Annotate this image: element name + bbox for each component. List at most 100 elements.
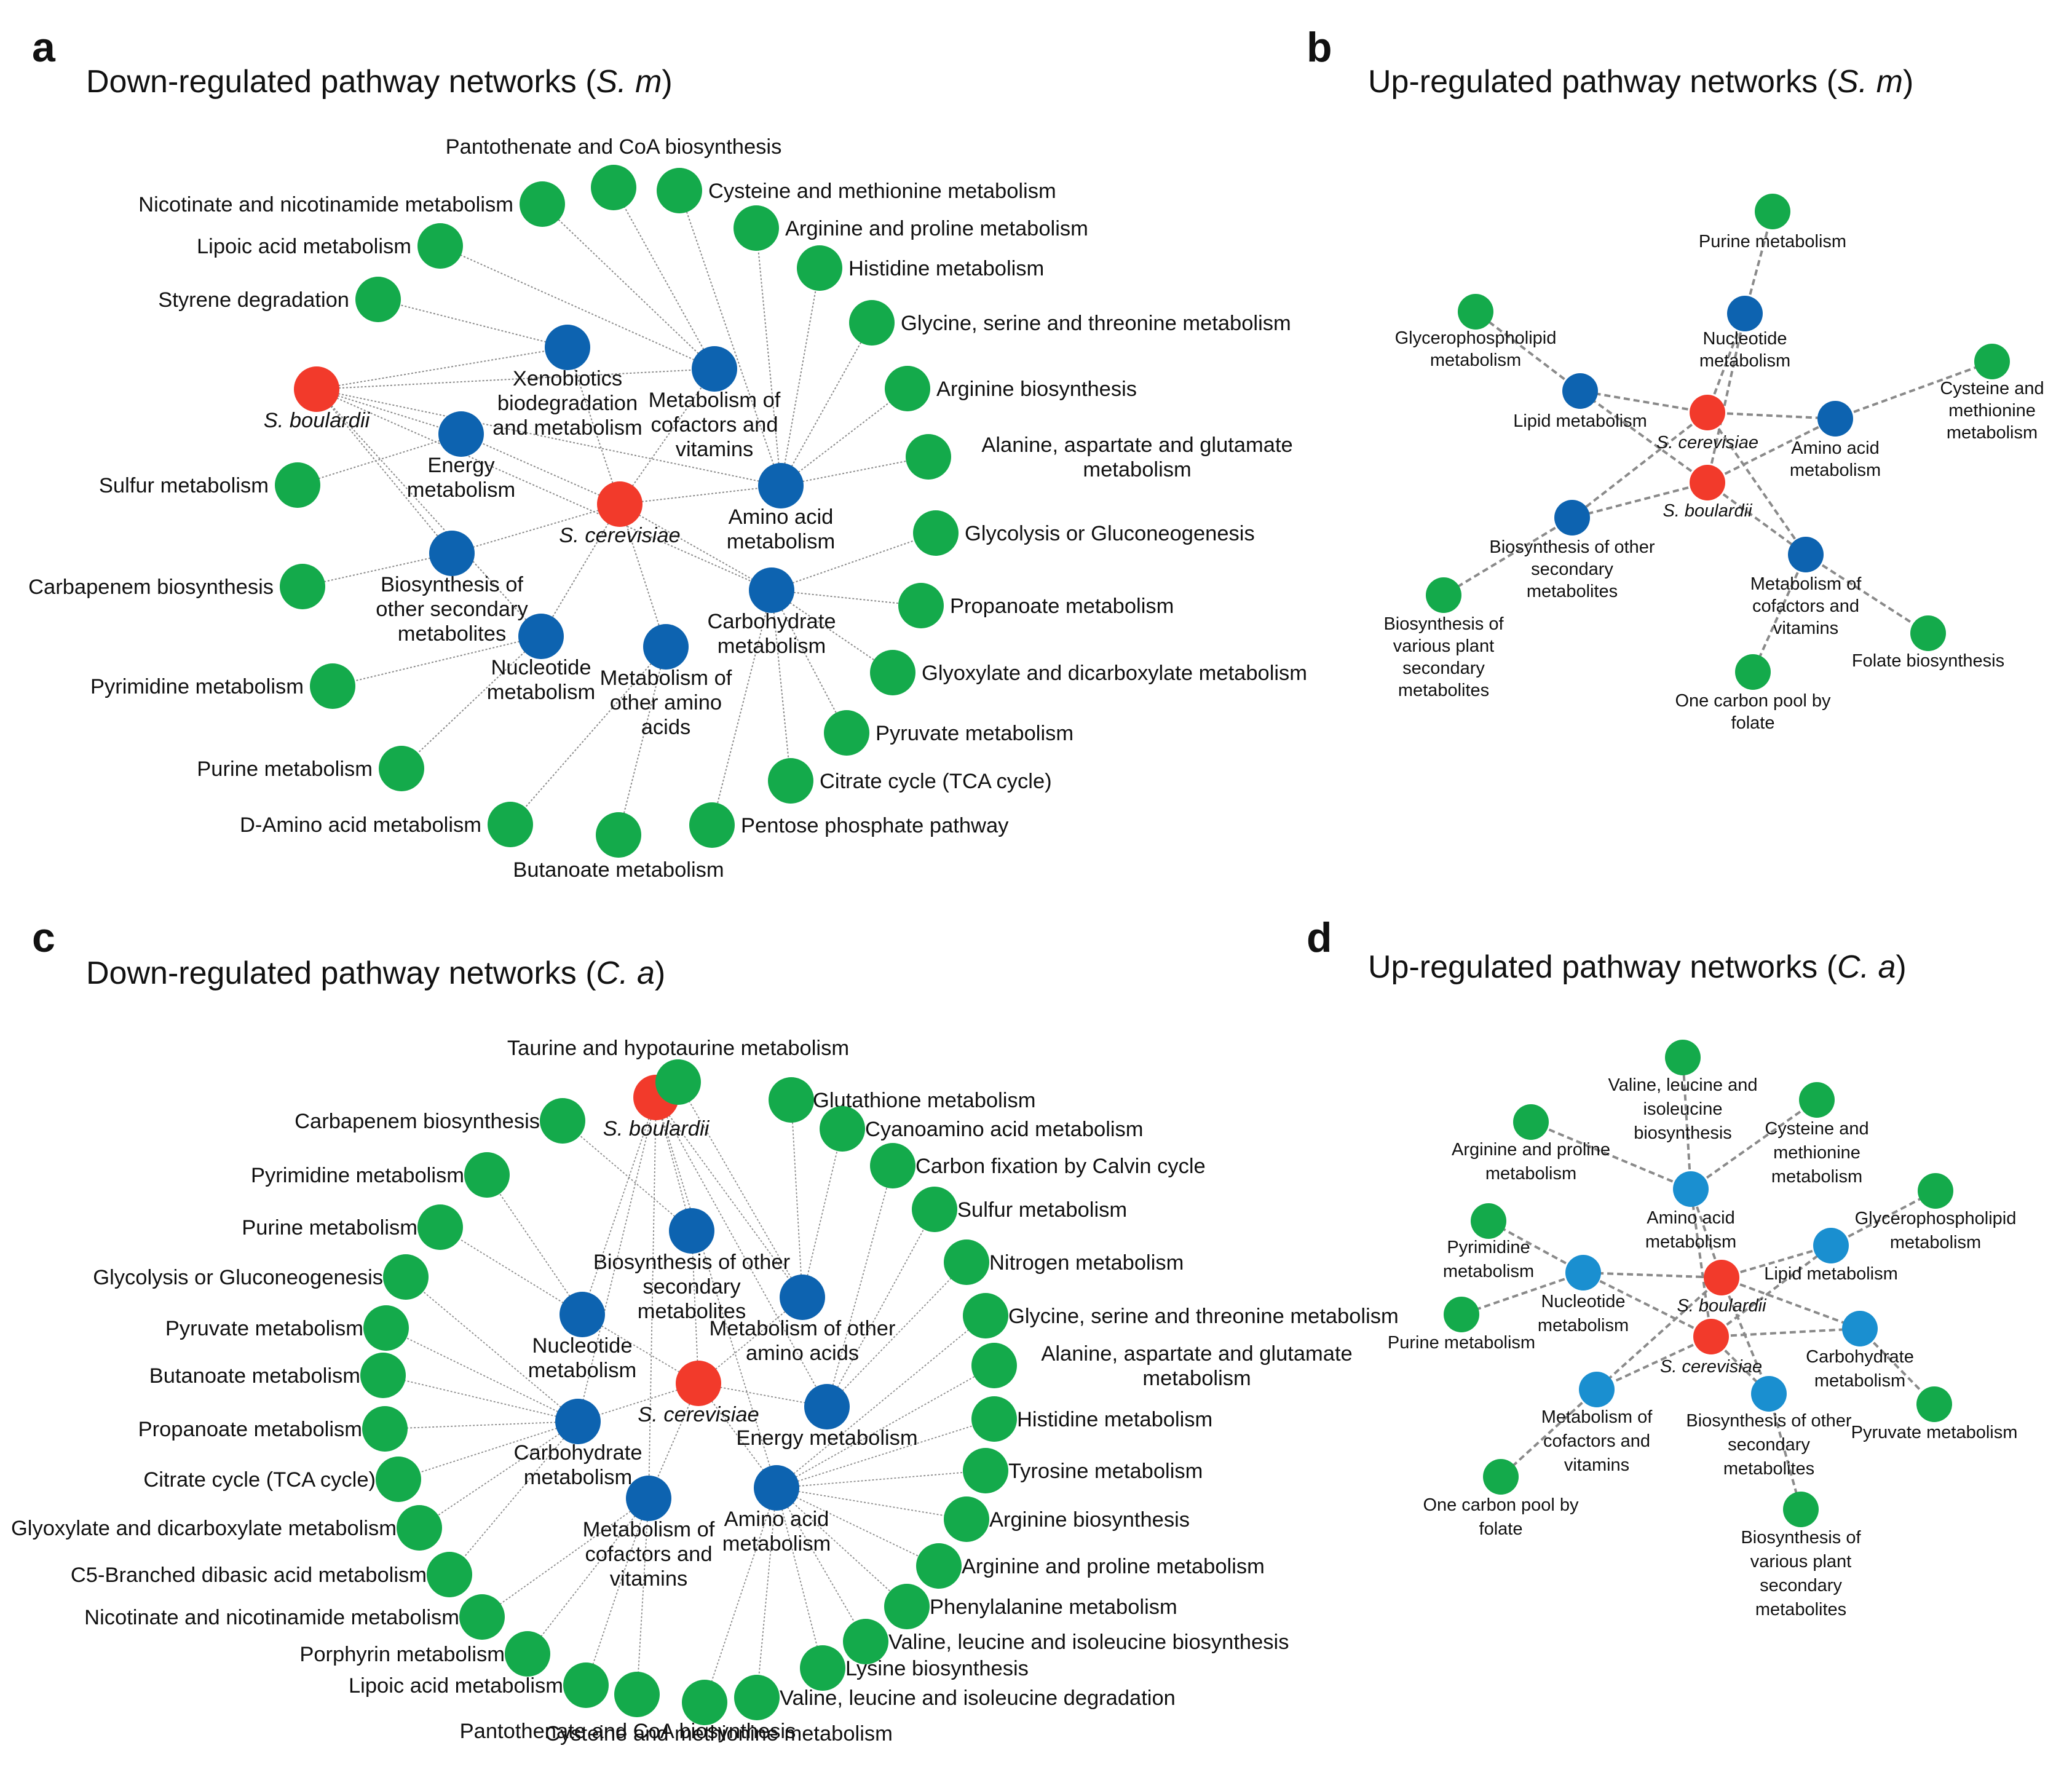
edge-sb-biosyn	[1572, 481, 1708, 519]
pathway-label-p12: Glycolysis or Gluconeogenesis	[965, 522, 1255, 545]
pathway-label-r20: Glyoxylate and dicarboxylate metabolism	[11, 1517, 397, 1540]
species-label-sb: S. boulardii	[603, 1117, 710, 1140]
pathway-node-s8	[1483, 1459, 1519, 1495]
pathway-node-r13	[971, 1343, 1017, 1388]
pathway-node-r21	[916, 1543, 962, 1589]
pathway-node-r18	[376, 1457, 421, 1502]
edge-sc-aa	[1690, 1188, 1712, 1337]
pathway-label-s7: Pyruvate metabolism	[1851, 1423, 2018, 1442]
edge-carb-p19	[771, 590, 791, 781]
category-node-xeno	[545, 325, 590, 370]
pathway-node-p9	[885, 366, 930, 411]
edge-aa-r17	[776, 1470, 986, 1488]
pathway-node-r16	[362, 1406, 408, 1452]
edge-nucl-s6	[1461, 1271, 1584, 1316]
pathway-label-p16: Pyrimidine metabolism	[90, 675, 304, 698]
pathway-node-r30	[614, 1672, 660, 1717]
pathway-label-p8: Glycine, serine and threonine metabolism	[901, 312, 1291, 335]
category-node-nucl	[1727, 296, 1763, 331]
panel-c-edges	[382, 1081, 995, 1703]
edge-cofact-q6	[1752, 554, 1807, 673]
panel-b: b Up-regulated pathway networks (S. m) S…	[1307, 24, 2044, 733]
pathway-node-r4	[820, 1106, 865, 1152]
pathway-node-r3	[540, 1098, 585, 1144]
edge-biosyn-q4	[1442, 516, 1573, 596]
species-node-sc	[1693, 1319, 1729, 1354]
pathway-label-p19: Citrate cycle (TCA cycle)	[820, 770, 1052, 793]
category-node-cofact	[626, 1476, 671, 1521]
pathway-node-p7	[355, 277, 401, 322]
edge-sb-carb	[316, 389, 772, 591]
pathway-label-s6: Purine metabolism	[1388, 1333, 1535, 1353]
category-node-energy	[804, 1384, 850, 1429]
pathway-node-p21	[689, 802, 735, 848]
edge-aa-s3	[1690, 1099, 1818, 1190]
edge-carb-r14	[382, 1375, 579, 1422]
pathway-node-r23	[884, 1584, 930, 1629]
edge-lipid-q2	[1474, 310, 1581, 392]
pathway-node-q4	[1426, 577, 1461, 613]
category-label-lipid: Lipid metabolism	[1513, 411, 1647, 431]
edge-aa-r31	[704, 1487, 777, 1703]
pathway-label-p13: Carbapenem biosynthesis	[28, 575, 274, 599]
edge-sb-nucl	[316, 389, 542, 637]
category-node-cofact	[1579, 1372, 1615, 1407]
edge-energy-r5	[826, 1165, 893, 1407]
pathway-node-r2	[769, 1077, 814, 1123]
pathway-label-p17: Pyruvate metabolism	[876, 722, 1074, 745]
species-node-sb	[294, 366, 339, 412]
category-node-otheraa	[643, 624, 689, 670]
edge-cofact-q5	[1805, 553, 1929, 634]
pathway-label-r6: Pyrimidine metabolism	[251, 1164, 464, 1187]
pathway-label-r28: Lipoic acid metabolism	[349, 1674, 563, 1698]
pathway-label-r22: C5-Branched dibasic acid metabolism	[71, 1563, 427, 1587]
category-node-energy	[438, 411, 484, 457]
panel-title-d: Up-regulated pathway networks (C. a)	[1368, 949, 1907, 985]
category-node-aa	[754, 1465, 799, 1511]
edge-xeno-p7	[378, 299, 568, 348]
pathway-node-r19	[944, 1496, 989, 1542]
species-label-sb: S. boulardii	[264, 409, 371, 432]
edge-carb-p17	[771, 590, 847, 733]
panel-a: a Down-regulated pathway networks (S. m)…	[28, 24, 1307, 882]
category-node-carb	[555, 1399, 601, 1444]
pathway-label-r4: Cyanoamino acid metabolism	[865, 1118, 1144, 1141]
edge-carb-r10	[405, 1276, 579, 1422]
pathway-label-r30: Pantothenate and CoA biosynthesis	[460, 1720, 796, 1743]
edge-energy-p11	[297, 433, 462, 486]
pathway-node-r31	[682, 1680, 727, 1725]
pathway-label-p1: Pantothenate and CoA biosynthesis	[446, 135, 782, 159]
edge-aa-q3	[1835, 360, 1993, 420]
pathway-node-q3	[1974, 344, 2010, 379]
pathway-node-r11	[963, 1293, 1008, 1338]
edge-sc-otheraa	[619, 504, 666, 647]
pathway-node-s2	[1513, 1104, 1549, 1140]
category-node-biosyn	[1751, 1376, 1787, 1412]
edge-aa-r21	[776, 1487, 939, 1567]
species-node-sb	[1704, 1260, 1739, 1295]
pathway-label-r19: Arginine biosynthesis	[989, 1508, 1190, 1532]
category-node-nucl	[518, 614, 564, 659]
edge-sc-cofact	[1596, 1335, 1712, 1391]
pathway-label-r8: Purine metabolism	[242, 1216, 417, 1239]
panel-a-edges	[297, 187, 936, 836]
pathway-label-r29: Valine, leucine and isoleucine degradati…	[780, 1686, 1176, 1710]
panel-letter-c: c	[32, 914, 55, 961]
edge-sb-nucl	[582, 1097, 657, 1315]
pathway-node-r20	[397, 1505, 442, 1551]
edge-sb-lipid	[1579, 390, 1709, 484]
pathway-label-r26: Porphyrin metabolism	[299, 1643, 505, 1666]
pathway-label-p22: Butanoate metabolism	[513, 858, 724, 882]
